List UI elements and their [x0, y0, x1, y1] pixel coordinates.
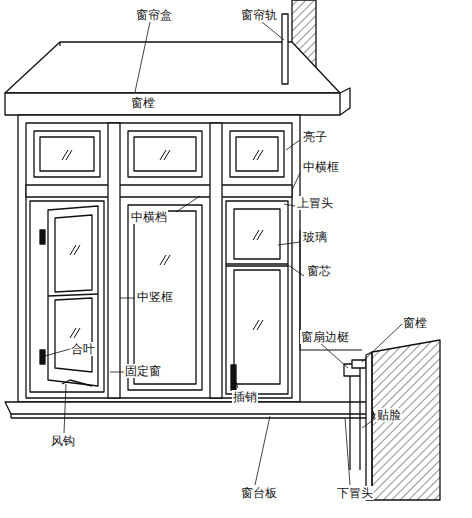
- part-label: 亮子: [302, 130, 328, 144]
- part-label: 窗樘: [130, 96, 156, 110]
- part-label: 插销: [232, 390, 258, 404]
- part-label: 窗台板: [240, 486, 278, 500]
- part-label: 中横档: [130, 210, 168, 224]
- part-label: 风钩: [50, 434, 76, 448]
- part-label: 窗芯: [306, 264, 332, 278]
- part-label: 玻璃: [302, 230, 328, 244]
- part-label: 上冒头: [296, 196, 334, 210]
- part-label: 窗帘盒: [135, 8, 173, 22]
- part-label: 中横框: [302, 160, 340, 174]
- part-label: 窗扇边梃: [300, 330, 350, 344]
- part-label: 窗帘轨: [240, 8, 278, 22]
- part-label: 固定窗: [124, 364, 162, 378]
- part-label: 下冒头: [336, 486, 374, 500]
- part-label: 窗樘: [402, 316, 428, 330]
- part-label: 贴脸: [376, 408, 402, 422]
- part-label: 合叶: [70, 342, 96, 356]
- part-label: 中竖框: [136, 290, 174, 304]
